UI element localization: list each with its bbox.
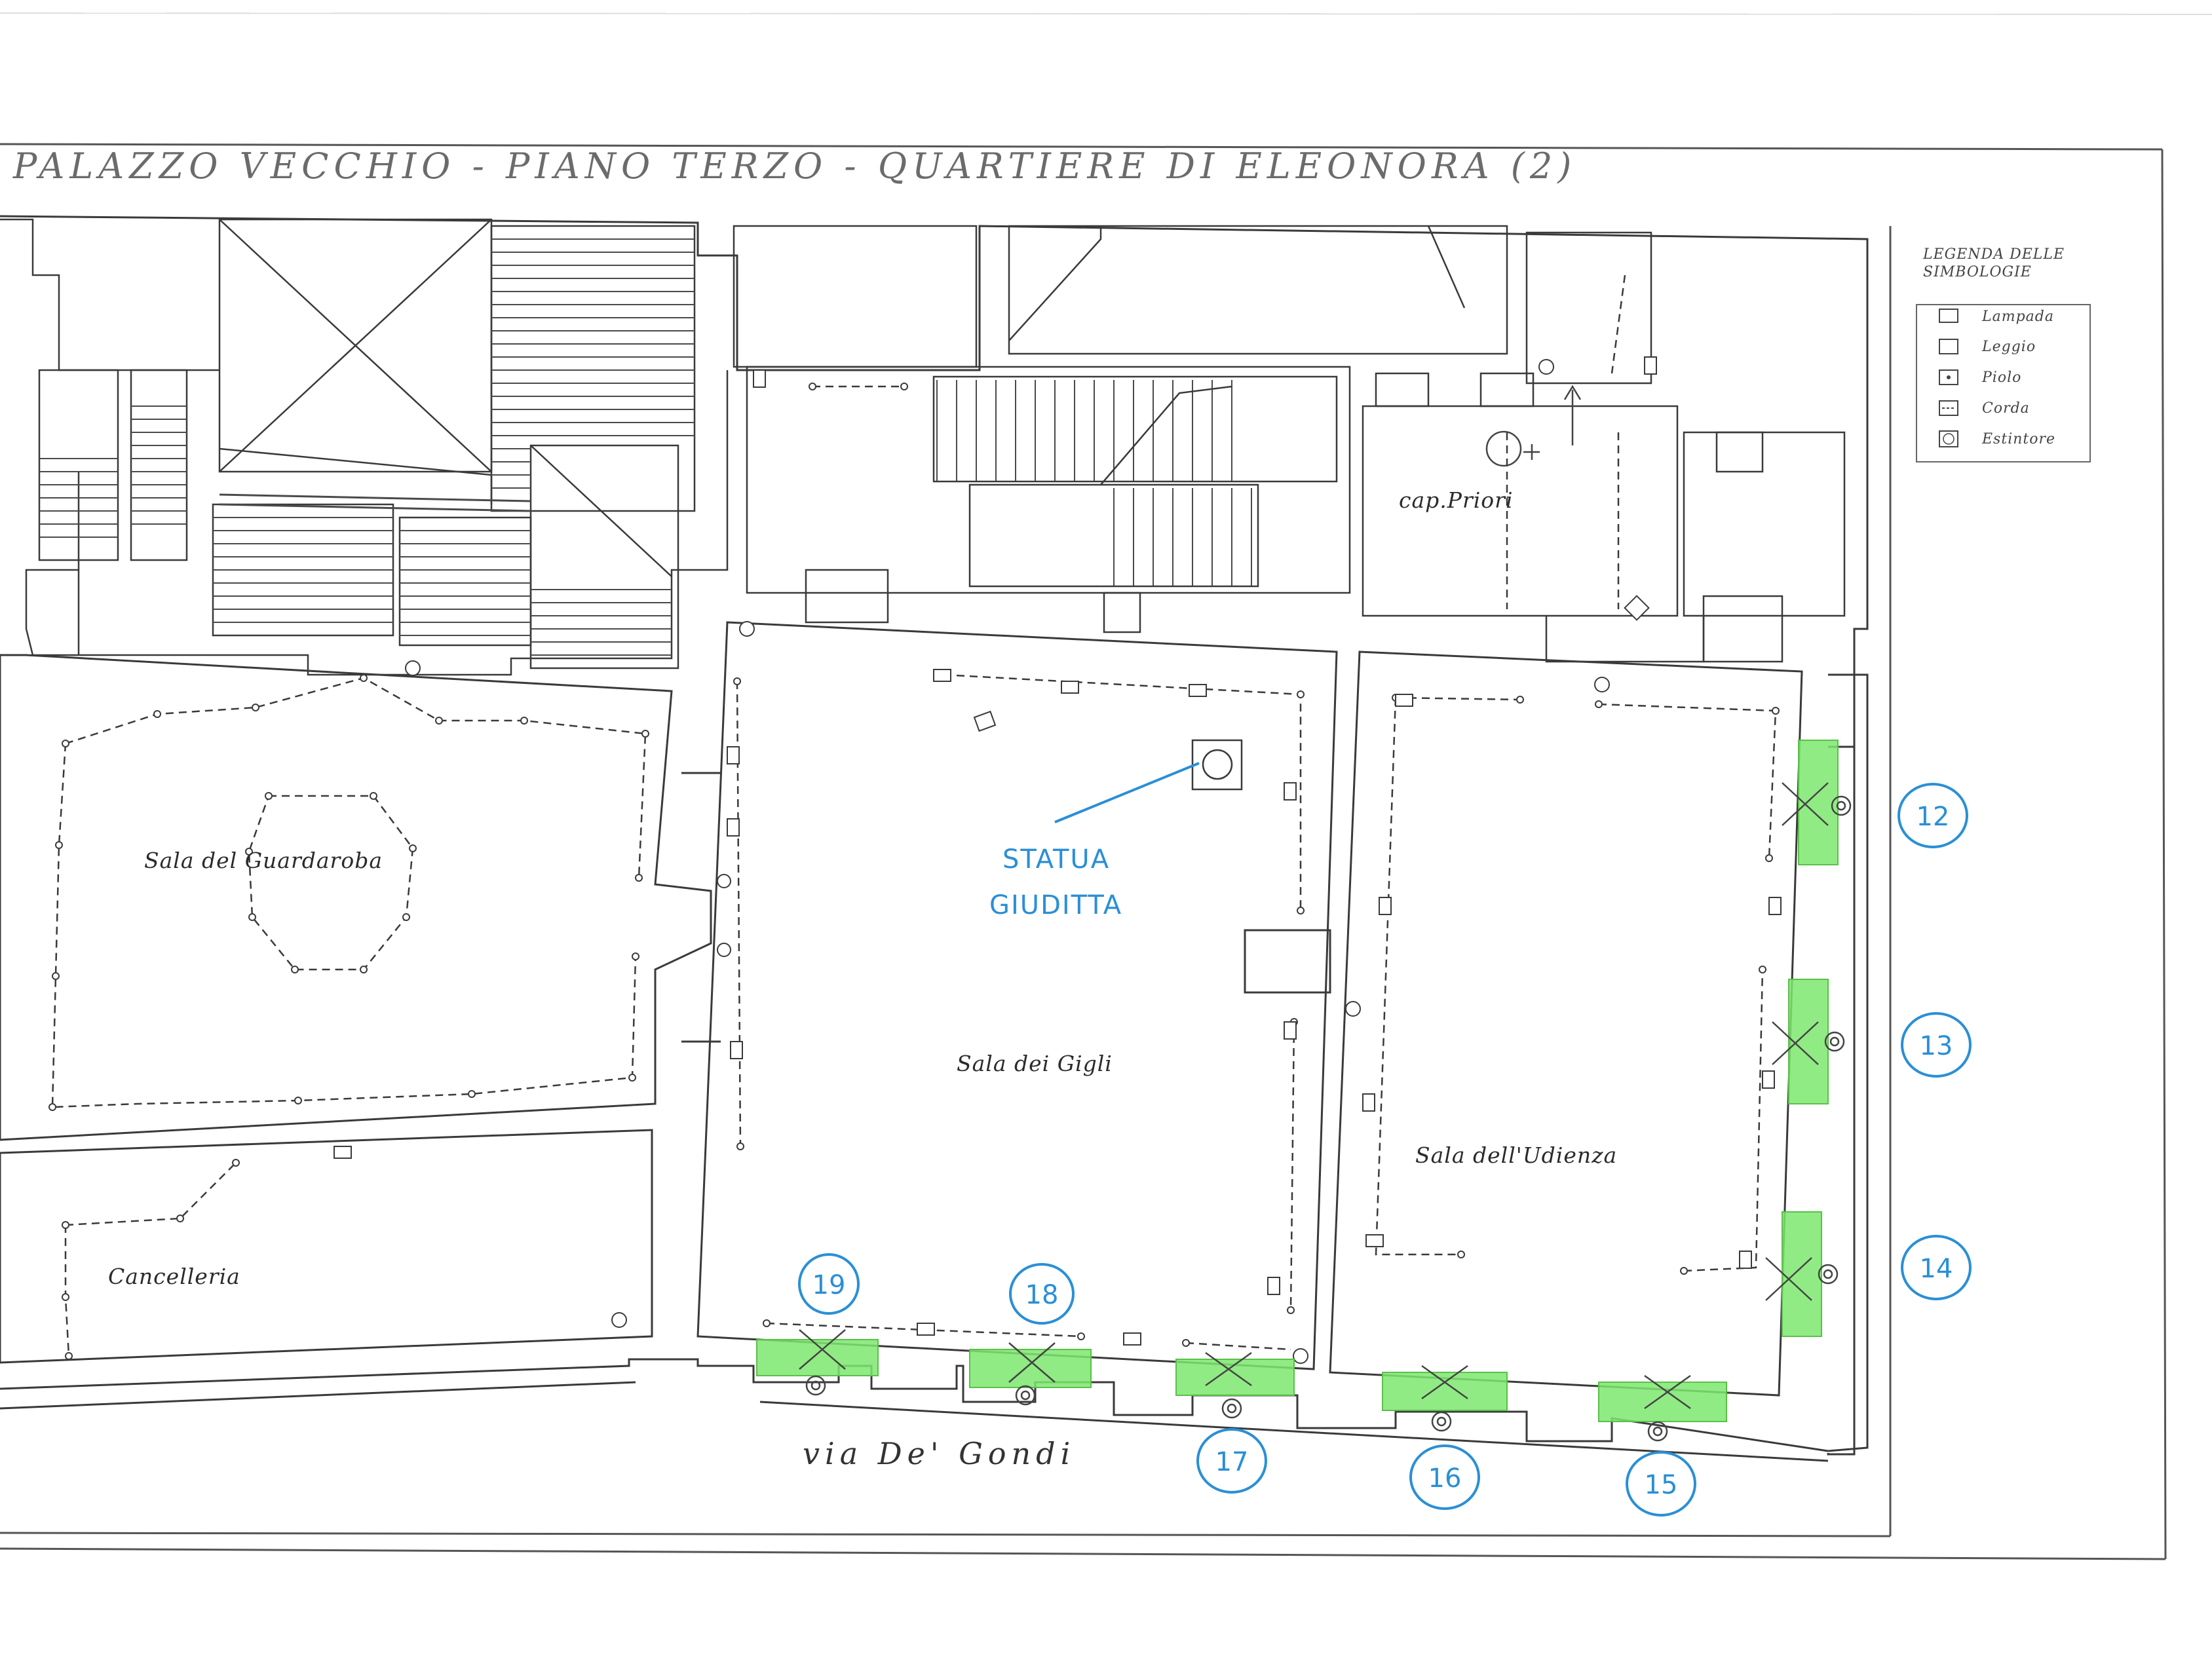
room-label-priori: cap.Priori [1399, 487, 1514, 513]
annotation-pointer [1054, 762, 1200, 823]
lamp-icon [1939, 309, 1958, 323]
marker-19 [798, 1253, 860, 1315]
extinguisher-icon [1345, 1001, 1361, 1017]
room-udienza-outline [1329, 650, 1803, 1397]
marker-12-label: 12 [1916, 802, 1950, 832]
extinguisher-icon [1293, 1348, 1308, 1364]
window-zone-16 [1382, 1372, 1508, 1411]
upper-structures [0, 218, 729, 676]
lamp-icon [1379, 897, 1392, 915]
central-structures [733, 225, 1846, 663]
misc-details [1485, 385, 1582, 467]
lamp-icon [1365, 1234, 1384, 1247]
lamp-icon [730, 1041, 743, 1059]
marker-12 [1897, 783, 1968, 848]
marker-18-label: 18 [1025, 1280, 1059, 1310]
window-zone-12 [1798, 740, 1839, 865]
legend-box [1916, 304, 2091, 462]
room-label-gigli: Sala dei Gigli [957, 1051, 1113, 1076]
extinguisher-symbols [405, 359, 1610, 1364]
lamp-icon [727, 818, 740, 837]
legend: LEGENDA DELLE SIMBOLOGIE Lampada Leggio … [1916, 246, 2091, 462]
marker-13-label: 13 [1920, 1031, 1953, 1061]
lamp-symbols [334, 356, 1782, 1346]
marker-labels: 12 13 14 15 16 17 18 19 [812, 802, 1953, 1500]
extinguisher-icon [739, 621, 755, 637]
legend-item-piolo: Piolo [1981, 369, 2021, 386]
legend-item-estintore: Estintore [1981, 431, 2055, 447]
legend-item-leggio: Leggio [1981, 339, 2036, 355]
street-label: via De' Gondi [803, 1436, 1075, 1471]
window-highlights [756, 740, 1839, 1422]
lamp-icon [1284, 1021, 1297, 1040]
lamp-icon [334, 1146, 352, 1159]
lamp-icon [1284, 782, 1297, 801]
legend-title-1: LEGENDA DELLE [1922, 246, 2065, 263]
window-zone-18 [969, 1349, 1092, 1388]
lamp-icon [1624, 595, 1650, 621]
lamp-icon [753, 369, 766, 388]
lamp-icon [1123, 1332, 1141, 1346]
lamp-icon [1061, 681, 1079, 694]
stair-hatching [39, 238, 1252, 656]
room-outlines [0, 621, 1803, 1397]
room-cancelleria-outline [0, 1129, 653, 1364]
legend-title-2: SIMBOLOGIE [1923, 264, 2032, 280]
numbered-markers [798, 783, 1972, 1517]
legend-item-lampada: Lampada [1981, 309, 2054, 325]
window-zone-13 [1788, 979, 1829, 1104]
extinguisher-icon [1594, 677, 1610, 692]
marker-17 [1196, 1428, 1267, 1494]
rope-posts [48, 383, 1780, 1360]
window-marks [799, 782, 1852, 1442]
room-gigli-outline [696, 621, 1338, 1370]
lamp-icon [1762, 1070, 1775, 1089]
lamp-icon [1395, 694, 1413, 707]
marker-18 [1009, 1263, 1075, 1325]
extinguisher-icon [611, 1312, 627, 1328]
lamp-icon [973, 710, 997, 732]
room-label-cancelleria: Cancelleria [108, 1264, 240, 1289]
marker-13 [1901, 1012, 1972, 1078]
marker-16 [1409, 1444, 1480, 1510]
lamp-icon [1739, 1251, 1752, 1269]
page-frame [0, 12, 2212, 1560]
extinguisher-icon [405, 660, 421, 676]
marker-14-label: 14 [1920, 1254, 1953, 1284]
lamp-icon [1644, 356, 1657, 375]
lamp-icon [1189, 684, 1207, 697]
room-label-udienza: Sala dell'Udienza [1415, 1142, 1617, 1168]
annotation-line-2: GIUDITTA [989, 890, 1122, 920]
legend-item-corda: Corda [1982, 400, 2030, 417]
window-zone-14 [1782, 1211, 1822, 1337]
marker-14 [1901, 1235, 1972, 1300]
plan-title: PALAZZO VECCHIO - PIANO TERZO - QUARTIER… [12, 145, 1576, 187]
marker-16-label: 16 [1428, 1463, 1462, 1494]
lectern-icon [1939, 339, 1958, 354]
extinguisher-icon [1538, 359, 1554, 375]
marker-15-label: 15 [1645, 1470, 1678, 1500]
lamp-icon [1362, 1093, 1375, 1112]
marker-15 [1626, 1451, 1696, 1517]
building-walls [0, 215, 1869, 1462]
lamp-icon [917, 1323, 935, 1336]
lamp-icon [933, 669, 951, 682]
lamp-icon [1768, 897, 1782, 915]
lamp-icon [1267, 1277, 1280, 1295]
annotation-line-1: STATUA [1002, 844, 1110, 875]
lamp-icon [727, 746, 740, 764]
statue-annotation: STATUA GIUDITTA [989, 762, 1200, 920]
marker-17-label: 17 [1215, 1447, 1249, 1477]
room-label-guardaroba: Sala del Guardaroba [144, 848, 383, 873]
room-guardaroba-outline [0, 654, 712, 1141]
statue-giuditta [1191, 739, 1243, 791]
marker-19-label: 19 [812, 1270, 846, 1300]
